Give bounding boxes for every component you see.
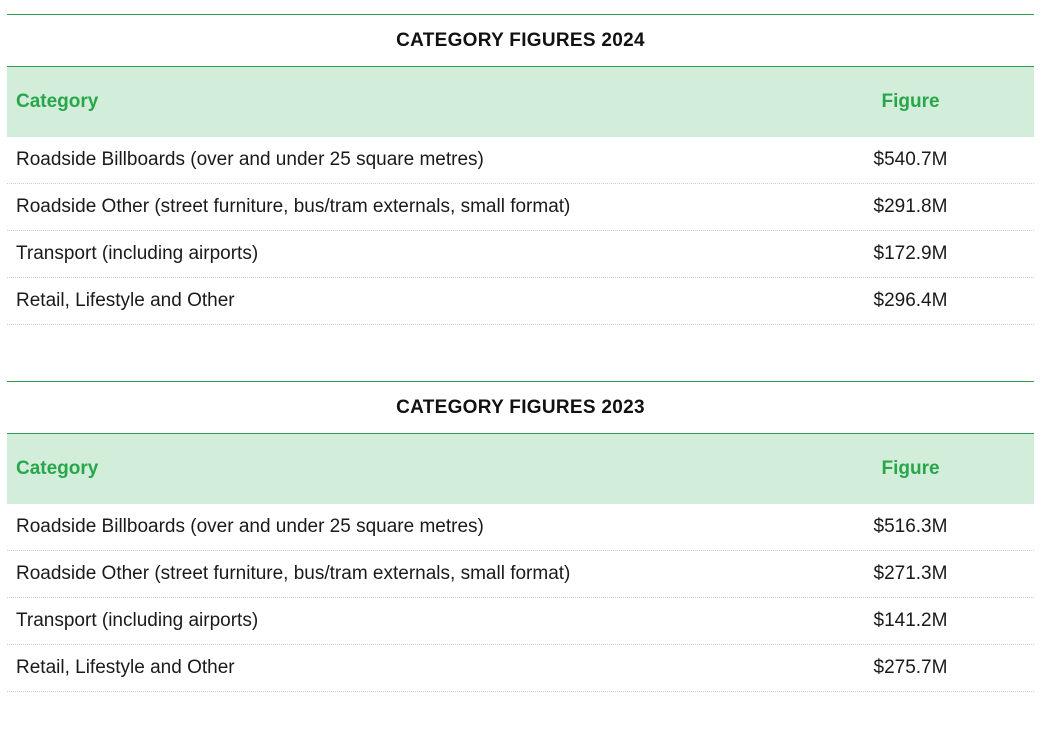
- table-row: Retail, Lifestyle and Other $275.7M: [7, 645, 1034, 692]
- table-row: Roadside Billboards (over and under 25 s…: [7, 504, 1034, 551]
- table-title-2024: CATEGORY FIGURES 2024: [7, 14, 1034, 67]
- table-row: Transport (including airports) $141.2M: [7, 598, 1034, 645]
- table-header-row: Category Figure: [7, 434, 1034, 504]
- column-header-figure: Figure: [881, 91, 940, 112]
- category-cell: Roadside Billboards (over and under 25 s…: [16, 516, 484, 537]
- column-header-figure: Figure: [881, 458, 940, 479]
- category-cell: Roadside Billboards (over and under 25 s…: [16, 149, 484, 170]
- table-row: Roadside Other (street furniture, bus/tr…: [7, 551, 1034, 598]
- table-row: Retail, Lifestyle and Other $296.4M: [7, 278, 1034, 325]
- figure-cell: $540.7M: [873, 149, 948, 170]
- figure-cell: $271.3M: [873, 563, 948, 584]
- category-figures-2024-table: CATEGORY FIGURES 2024 Category Figure Ro…: [7, 14, 1034, 325]
- table-header-row: Category Figure: [7, 67, 1034, 137]
- table-row: Roadside Other (street furniture, bus/tr…: [7, 184, 1034, 231]
- figure-cell: $275.7M: [873, 657, 948, 678]
- table-title-2023: CATEGORY FIGURES 2023: [7, 381, 1034, 434]
- figure-cell: $296.4M: [873, 290, 948, 311]
- category-cell: Retail, Lifestyle and Other: [16, 657, 235, 678]
- column-header-category: Category: [16, 458, 99, 479]
- figure-cell: $141.2M: [873, 610, 948, 631]
- figure-cell: $516.3M: [873, 516, 948, 537]
- column-header-category: Category: [16, 91, 99, 112]
- figure-cell: $172.9M: [873, 243, 948, 264]
- category-cell: Roadside Other (street furniture, bus/tr…: [16, 563, 571, 584]
- category-cell: Roadside Other (street furniture, bus/tr…: [16, 196, 571, 217]
- category-cell: Transport (including airports): [16, 610, 259, 631]
- figure-cell: $291.8M: [873, 196, 948, 217]
- category-figures-2023-table: CATEGORY FIGURES 2023 Category Figure Ro…: [7, 381, 1034, 692]
- category-cell: Retail, Lifestyle and Other: [16, 290, 235, 311]
- table-row: Transport (including airports) $172.9M: [7, 231, 1034, 278]
- table-row: Roadside Billboards (over and under 25 s…: [7, 137, 1034, 184]
- category-cell: Transport (including airports): [16, 243, 259, 264]
